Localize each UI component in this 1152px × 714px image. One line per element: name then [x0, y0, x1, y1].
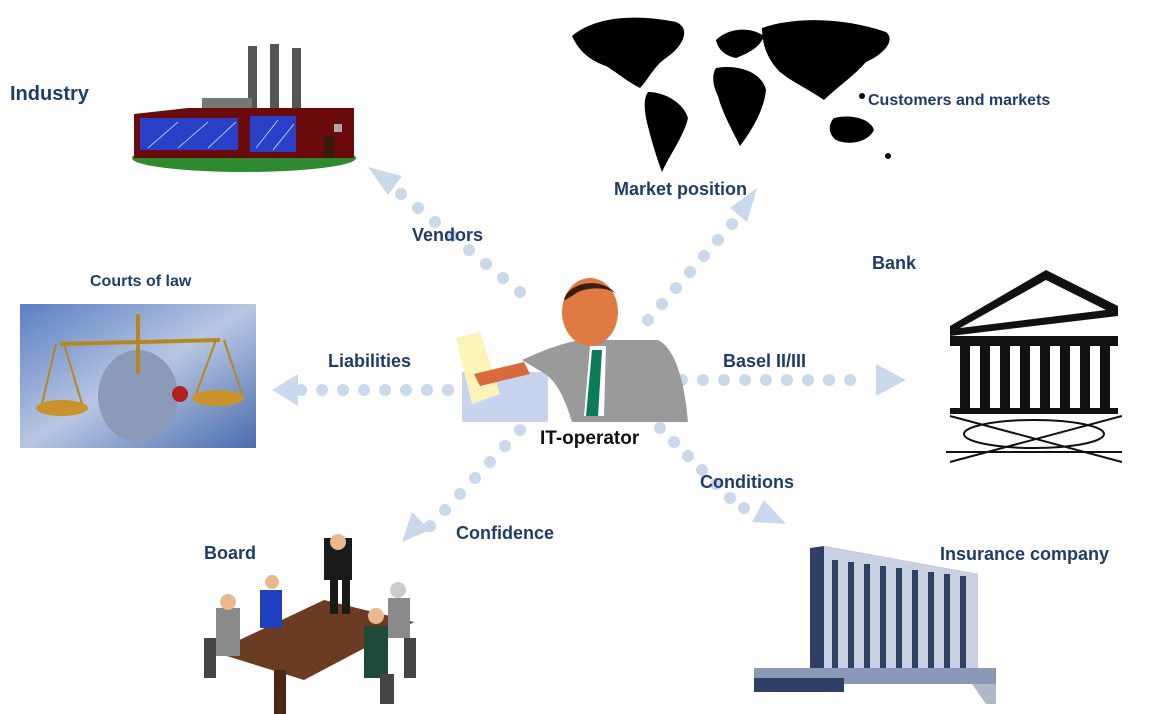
relation-basel-label: Basel II/III — [723, 351, 807, 371]
relation-confidence-label: Confidence — [456, 523, 555, 543]
factory-illustration — [132, 44, 356, 172]
relation-vendors-label: Vendors — [412, 225, 484, 245]
it-operator-illustration — [456, 278, 688, 422]
node-bank-label: Bank — [872, 253, 917, 273]
relation-market-position-label: Market position — [614, 179, 748, 199]
node-customers-label: Customers and markets — [868, 92, 1051, 109]
arrow-vendors — [368, 167, 526, 298]
insurance-building-illustration — [754, 546, 996, 704]
node-insurance-label: Insurance company — [940, 544, 1110, 564]
relation-conditions-label: Conditions — [700, 472, 794, 492]
board-meeting-illustration — [204, 534, 416, 714]
node-industry-label: Industry — [10, 83, 89, 105]
courts-scales-image — [20, 304, 256, 448]
arrow-liabilities — [272, 374, 454, 406]
node-courts-label: Courts of law — [90, 273, 192, 290]
node-board-label: Board — [204, 543, 257, 563]
arrow-market-position — [642, 188, 757, 326]
bank-building-illustration — [946, 266, 1122, 464]
arrow-confidence — [402, 424, 526, 542]
arrow-basel — [676, 364, 906, 396]
center-it-operator-label: IT-operator — [540, 428, 640, 449]
world-map-illustration — [572, 17, 891, 172]
relation-liabilities-label: Liabilities — [328, 351, 412, 371]
arrow-conditions — [654, 422, 786, 524]
